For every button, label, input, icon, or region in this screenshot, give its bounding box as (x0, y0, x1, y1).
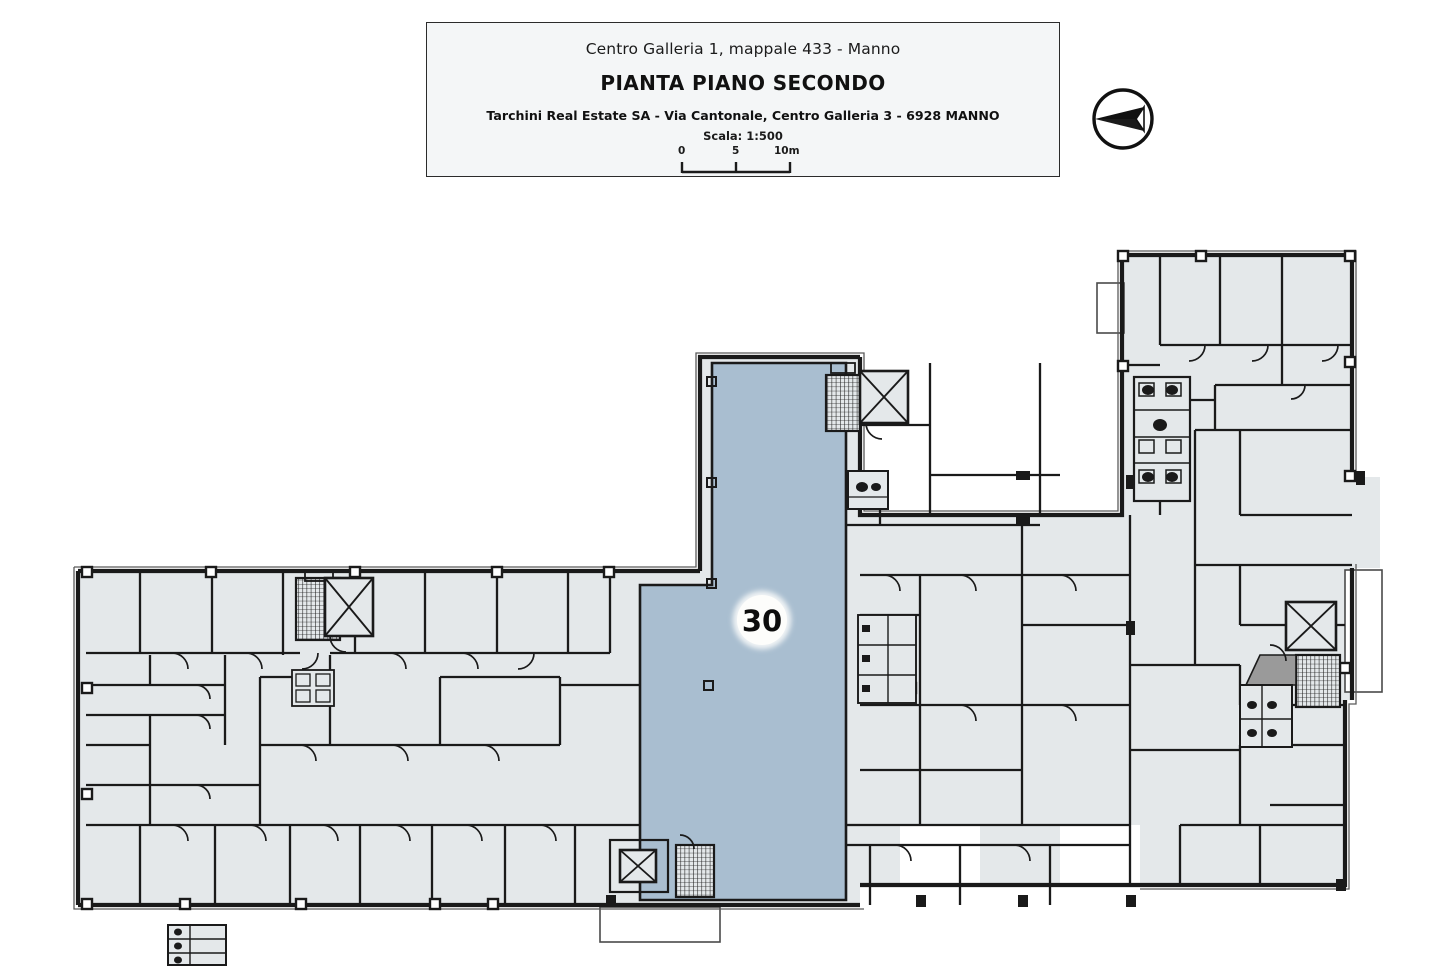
title-block: Centro Galleria 1, mappale 433 - Manno P… (426, 22, 1060, 177)
column-marks-solid (606, 471, 1365, 907)
north-arrow-icon (1092, 88, 1154, 150)
page-title: PIANTA PIANO SECONDO (600, 71, 886, 95)
stair-core-north (824, 362, 910, 440)
restroom-block-northeast (1132, 375, 1192, 503)
plan-subject-text: Centro Galleria 1, mappale 433 - Manno (585, 40, 901, 58)
stair-core-south (608, 834, 716, 899)
scale-bar-graphic (680, 162, 792, 174)
restroom-block-east (1239, 684, 1293, 748)
restroom-block-central (291, 669, 335, 707)
stair-core-east (1244, 600, 1342, 709)
restroom-block-unit30-adjacent (847, 470, 889, 510)
scale-bar: 0 5 10m (678, 145, 808, 175)
terrace-south (599, 906, 721, 943)
restroom-block-west (167, 924, 227, 966)
scale-tick-10-label: 10m (774, 145, 800, 157)
exterior-wall-outline (73, 250, 1357, 910)
scale-tick-5-label: 5 (732, 145, 740, 157)
restroom-block-south (857, 614, 917, 704)
unit-30-label: 30 (742, 604, 782, 638)
scale-tick-0-label: 0 (678, 145, 686, 157)
unit-30-badge[interactable]: 30 (729, 587, 795, 653)
scale-text: Scala: 1:500 (703, 129, 783, 143)
interior-walls-west (86, 571, 640, 905)
floor-plan-drawing: 30 (73, 249, 1383, 966)
company-text: Tarchini Real Estate SA - Via Cantonale,… (486, 108, 1000, 123)
door-swings (171, 344, 1339, 862)
terrace-northwest (1096, 282, 1125, 334)
stair-core-west (294, 570, 375, 653)
interior-walls-central (846, 363, 1132, 905)
